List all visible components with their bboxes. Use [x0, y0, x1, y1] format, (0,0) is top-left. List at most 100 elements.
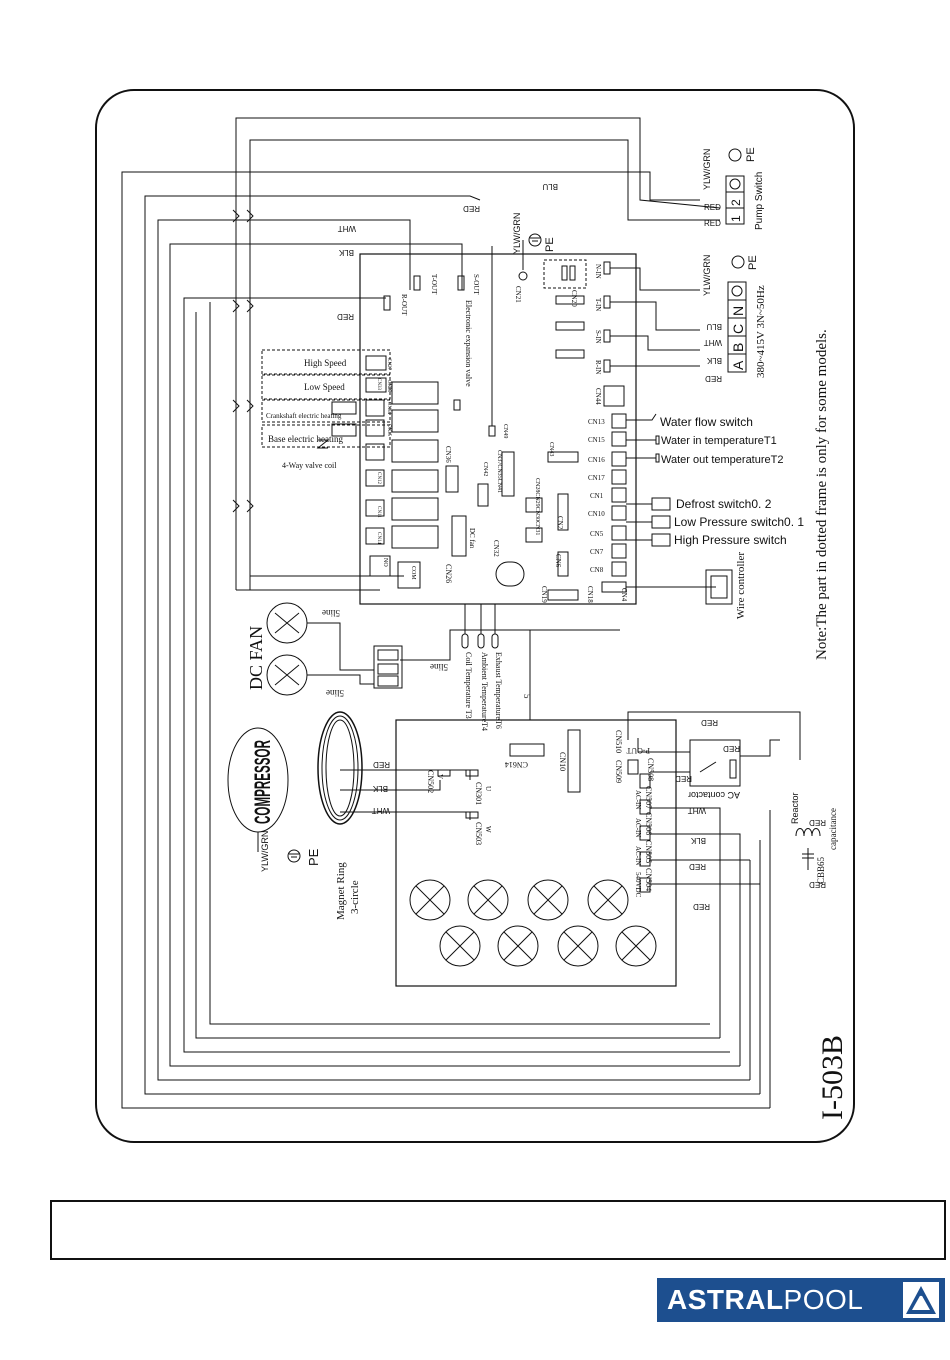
tag-red-top: RED	[463, 204, 480, 213]
water-flow-switch: Water flow switch	[660, 415, 753, 429]
dc-fan-tag: DC fan	[468, 528, 476, 549]
tag-wht-pwr: WHT	[704, 338, 722, 347]
fan-line-3: 5line	[430, 662, 448, 672]
r-in-label: R-IN	[594, 360, 602, 374]
pump-ylw-grn: YLW/GRN	[702, 149, 712, 190]
eev-label: Electronic expansion valve	[464, 300, 473, 387]
ac-contactor-label: AC contactor	[688, 790, 740, 800]
port-cn7: CN7	[590, 548, 604, 556]
no-label: NO	[382, 558, 388, 567]
fan-line-1: 5line	[322, 608, 340, 618]
ac-in-1: AC-IN	[634, 790, 642, 809]
defrost-switch: Defrost switch0. 2	[676, 497, 772, 511]
cn43-label: CN43	[548, 442, 554, 456]
cn502-label: CN502	[426, 770, 435, 793]
pump-red-2: RED	[704, 219, 721, 228]
fan-line-2: 5line	[326, 688, 344, 698]
high-pressure-switch: High Pressure switch	[674, 533, 787, 547]
n-in-label: N-IN	[594, 264, 602, 279]
magnet-ring-label: Magnet Ring	[335, 862, 347, 920]
tag-red-inv-1: RED	[689, 862, 706, 871]
inverter-board	[395, 719, 677, 987]
brand-triangle-icon	[903, 1282, 939, 1318]
comp-ylw-grn: YLW/GRN	[260, 831, 270, 872]
tag-blu-top: BLU	[542, 182, 558, 191]
cn32-label: CN32	[492, 540, 500, 557]
dc-fan-2	[266, 654, 308, 696]
com-label: COM	[410, 566, 416, 580]
power-n: N	[730, 306, 746, 316]
port-cn16: CN16	[588, 456, 605, 464]
tag-red-inv-2: RED	[693, 902, 710, 911]
wiring-bundle	[121, 117, 771, 1109]
pump-pe: PE	[745, 147, 757, 162]
astralpool-logo: ASTRALPOOL	[657, 1278, 945, 1322]
sensor-t4: Ambient TemperatureT4	[480, 652, 489, 731]
cn507-label: CN507	[644, 786, 653, 809]
load-base-heater: Base electric heating	[268, 434, 343, 444]
relay-cn27: CN27	[386, 358, 391, 370]
dc-bus-label: 540VDC	[634, 872, 642, 898]
relay-cn34: CN34	[386, 402, 391, 414]
diagram-frame	[95, 89, 855, 1143]
power-b: B	[730, 343, 746, 352]
dc-fan-title: DC FAN	[246, 626, 266, 690]
model-code: I-503B	[816, 1035, 849, 1120]
cn2x-group-label: CN28CN29CN30CN31	[534, 478, 540, 535]
port-cn17: CN17	[588, 474, 605, 482]
tag-red-reactor-2: RED	[809, 880, 826, 889]
load-crankshaft: Crankshaft electric heating	[266, 412, 342, 420]
water-out-temp: Water out temperatureT2	[661, 454, 783, 466]
port-cn10: CN10	[588, 510, 605, 518]
brand-bold: ASTRAL	[667, 1284, 784, 1315]
cn505-label: CN505	[644, 840, 653, 863]
tag-red-ac-top: RED	[723, 744, 740, 753]
footer-box	[50, 1200, 946, 1260]
cn36-label: CN36	[444, 446, 452, 463]
relay-cn33: CN33	[376, 378, 381, 390]
pump-terminal-2: 2	[729, 199, 743, 206]
cn2-label: CN2	[556, 516, 564, 530]
cn20-label: CN20	[570, 290, 578, 307]
cn301-phase: U	[484, 786, 492, 791]
tag-blk-pwr: BLK	[706, 356, 722, 365]
power-ylw-grn: YLW/GRN	[702, 255, 712, 296]
cn42-label: CN42	[482, 462, 488, 476]
port-cn1: CN1	[590, 492, 604, 500]
cn4-label: CN4	[620, 588, 628, 602]
fan-bus: 5	[522, 694, 532, 699]
tag-blk-inv: BLK	[690, 836, 706, 845]
power-spec: 380~415V 3N~50Hz	[755, 285, 767, 378]
pump-terminal-1: 1	[729, 215, 743, 222]
s-out-label: S-OUT	[472, 274, 480, 295]
cn504-label: CN504	[644, 868, 653, 891]
cn10-inv-label: CN10	[558, 752, 567, 771]
load-high-speed: High Speed	[304, 358, 347, 368]
cn614-label: CN614	[505, 760, 528, 769]
comp-pe: PE	[306, 848, 321, 866]
relay-cn14: CN14	[376, 532, 381, 544]
cn510-label: CN510	[614, 730, 623, 753]
relay-cn35: CN35	[386, 424, 391, 436]
port-cn8: CN8	[590, 566, 604, 574]
cn508-label: CN508	[646, 758, 655, 781]
comp-tag-wht: WHT	[372, 806, 390, 815]
cn502-phase: V	[436, 774, 444, 779]
cn506-label: CN506	[644, 812, 653, 835]
load-low-speed: Low Speed	[304, 382, 345, 392]
compressor	[227, 711, 363, 863]
tag-red-rout: RED	[337, 312, 354, 321]
ylw-grn-top: YLW/GRN	[512, 213, 522, 254]
pe-top: PE	[544, 237, 556, 252]
tag-red-p-out: RED	[701, 718, 718, 727]
port-cn15: CN15	[588, 436, 605, 444]
low-pressure-switch: Low Pressure switch0. 1	[674, 515, 804, 529]
compressor-label: COMPRESSOR	[250, 740, 275, 824]
cn26-label: CN26	[444, 564, 453, 583]
port-cn13: CN13	[588, 418, 605, 426]
sensor-t6: Exhaust TemperatureT6	[494, 652, 503, 729]
s-in-label: S-IN	[594, 330, 602, 344]
load-4way: 4-Way valve coil	[282, 461, 337, 470]
ac-in-2: AC-IN	[634, 818, 642, 837]
cn44-label: CN44	[594, 388, 602, 405]
